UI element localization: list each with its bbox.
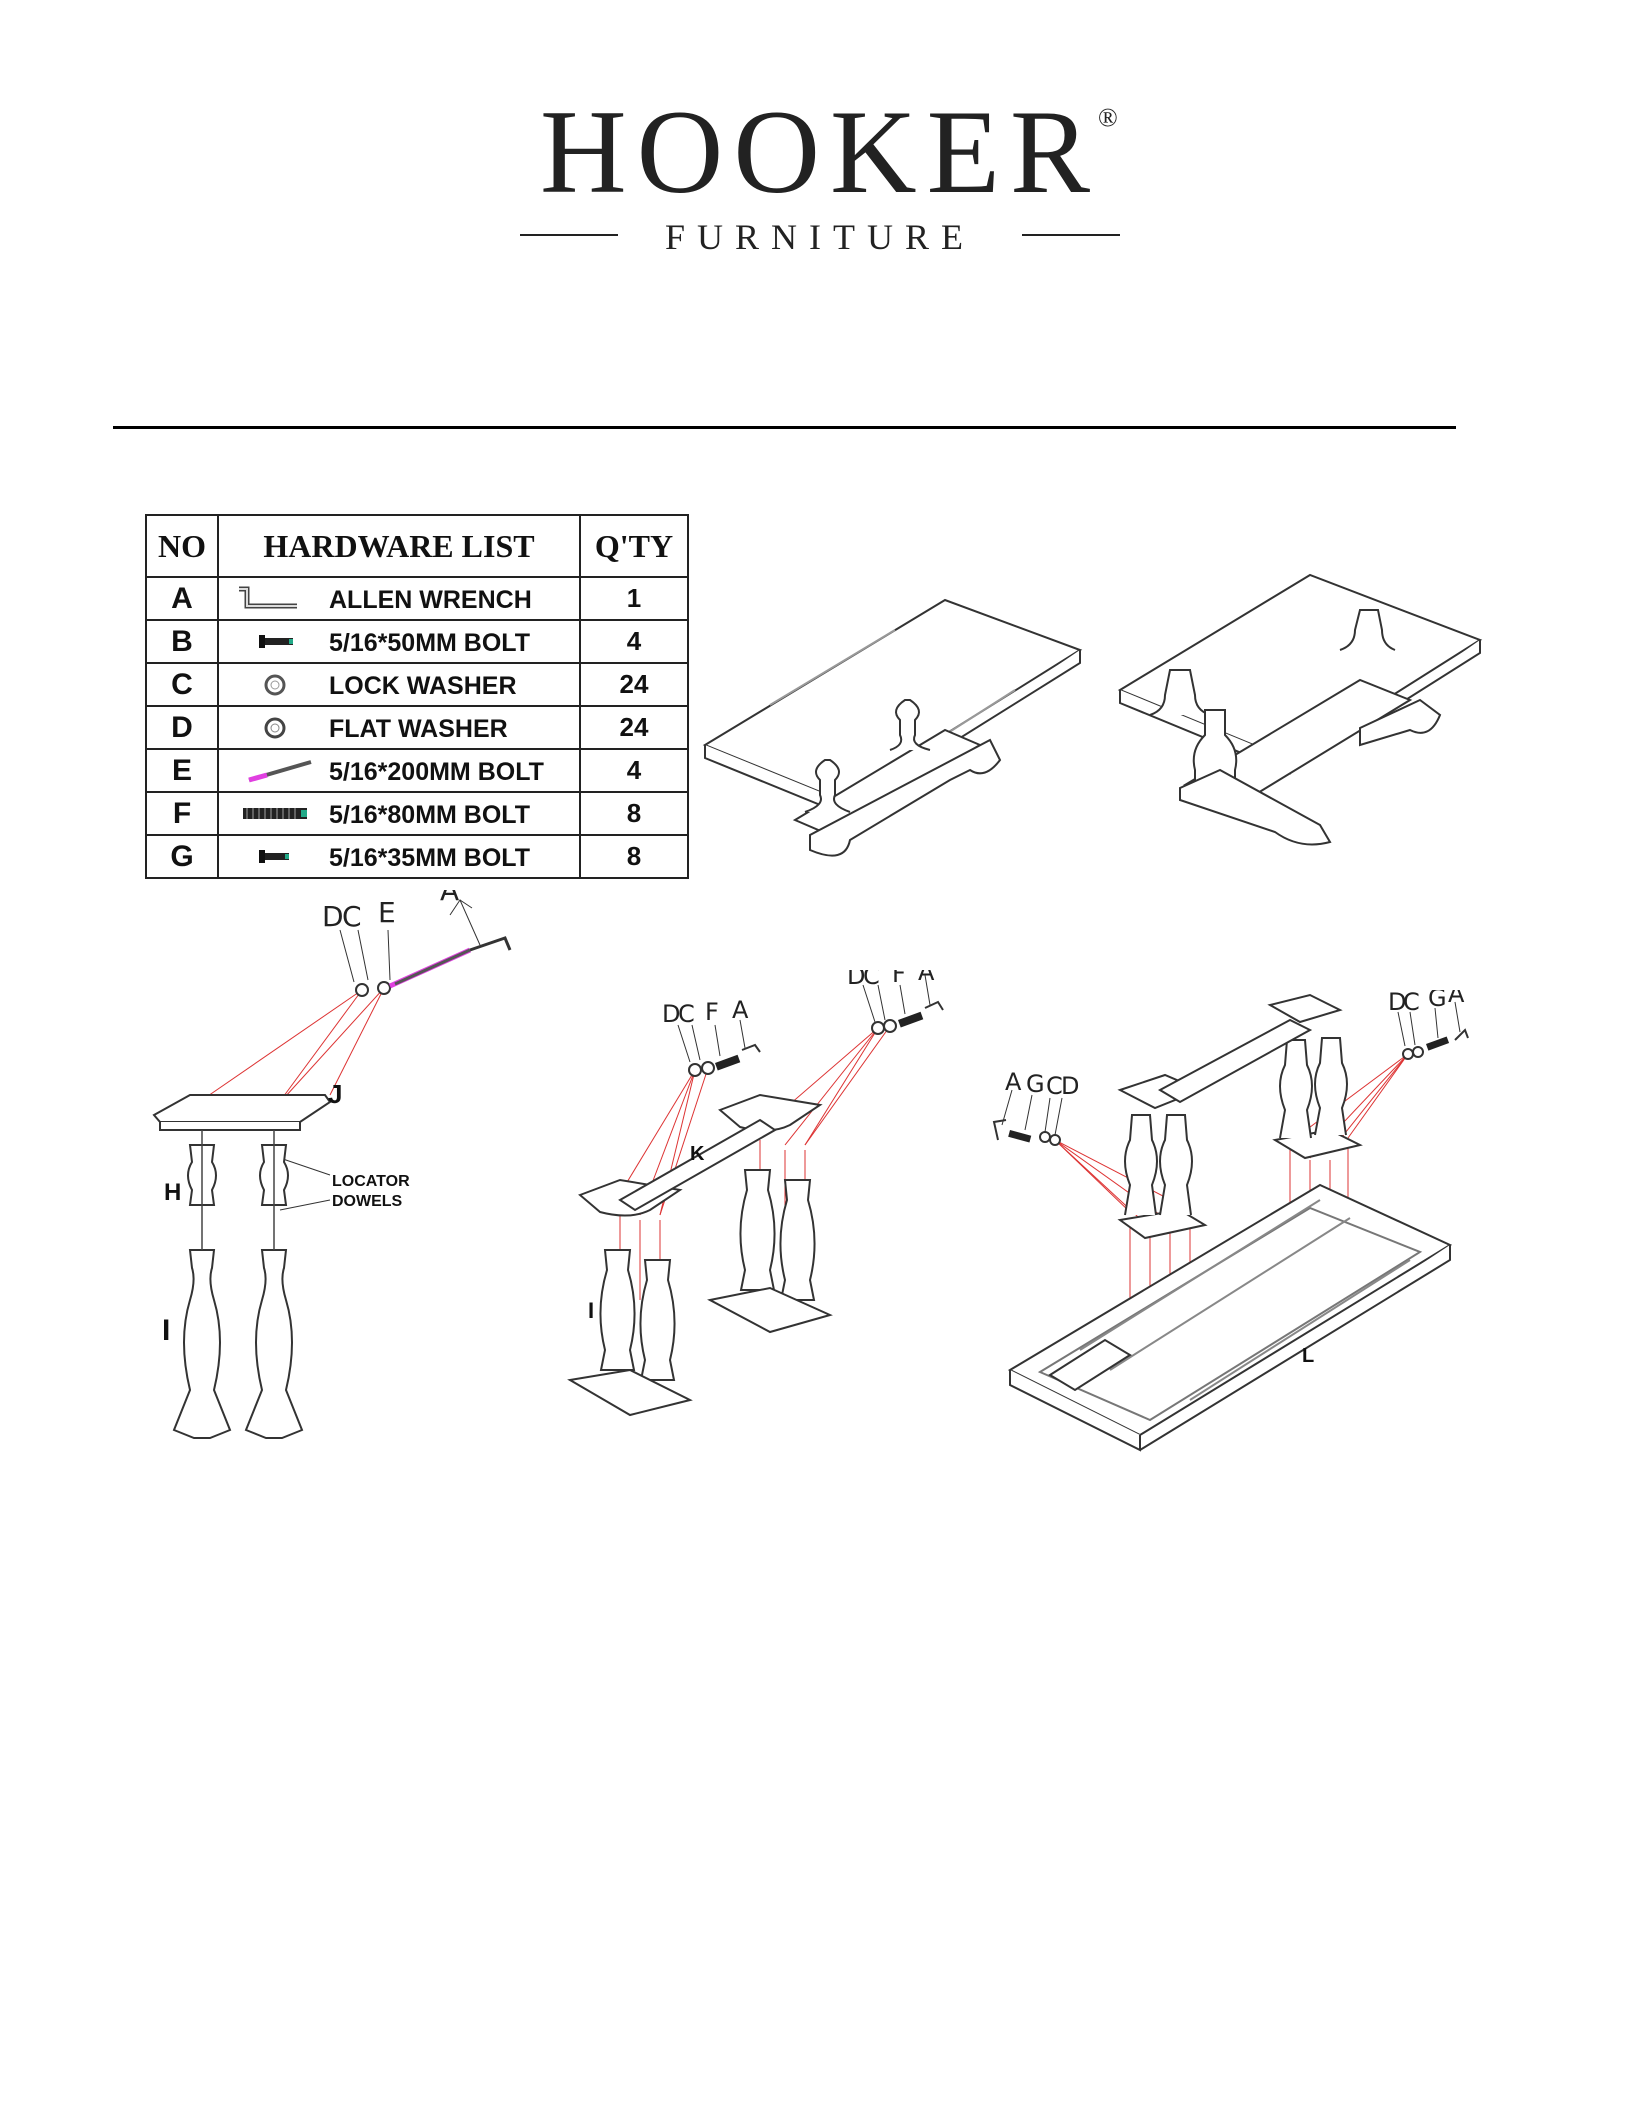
step2-base-assembly-diagram: D C F A D C F A K I [560, 970, 980, 1450]
callout-c: C [342, 900, 362, 933]
logo-rule-left [520, 234, 618, 236]
callout-right-a: A [1448, 990, 1465, 1008]
brand-subtitle: FURNITURE [640, 216, 1000, 258]
row-label: 5/16*200MM BOLT [329, 758, 544, 787]
brand-subtitle-row: FURNITURE [520, 216, 1120, 256]
table-row: C LOCK WASHER 24 [146, 663, 688, 706]
washer-d [356, 984, 368, 996]
table-row: G 5/16*35MM BOLT 8 [146, 835, 688, 878]
row-no: D [146, 706, 218, 749]
row-label: LOCK WASHER [329, 672, 517, 701]
allen-wrench-icon [235, 586, 315, 612]
row-qty: 4 [580, 749, 688, 792]
row-label: ALLEN WRENCH [329, 586, 532, 615]
callout-d: D [322, 900, 344, 933]
row-label: 5/16*35MM BOLT [329, 844, 530, 873]
registered-mark: ® [1098, 103, 1118, 133]
callout-right-c: C [1403, 990, 1420, 1016]
row-no: A [146, 577, 218, 620]
table-row: F 5/16*80MM BOLT 8 [146, 792, 688, 835]
step1-leg-assembly-diagram: D C E A J H I LOCATOR DOWELS [150, 890, 530, 1450]
table-row: D FLAT WASHER 24 [146, 706, 688, 749]
part-h-label: H [164, 1179, 181, 1206]
row-no: E [146, 749, 218, 792]
row-label: FLAT WASHER [329, 715, 508, 744]
row-no: F [146, 792, 218, 835]
small-bolt-icon [235, 844, 315, 870]
callout-left-g: G [1026, 1070, 1045, 1098]
flat-washer-icon [235, 715, 315, 741]
part-l-label: L [1302, 1345, 1314, 1367]
assembled-table-closed-illustration [1110, 570, 1490, 880]
short-bolt-icon [235, 629, 315, 655]
callout-right-f: F [892, 970, 906, 988]
leg-pair-left [174, 1145, 302, 1438]
row-qty: 24 [580, 663, 688, 706]
table-row: A ALLEN WRENCH 1 [146, 577, 688, 620]
step3-frame-assembly-diagram: A G C D D C G A L [990, 990, 1490, 1460]
row-qty: 1 [580, 577, 688, 620]
brand-name: HOOKER [520, 92, 1120, 212]
header-rule [113, 426, 1456, 429]
callout-right-g: G [1428, 990, 1447, 1012]
part-i-label: I [588, 1298, 594, 1323]
row-qty: 8 [580, 835, 688, 878]
assembled-table-extended-illustration [700, 580, 1100, 880]
header-hardware-list: HARDWARE LIST [218, 515, 580, 577]
medium-bolt-icon [235, 801, 315, 827]
header-qty: Q'TY [580, 515, 688, 577]
locator-dowels-label-line1: LOCATOR [332, 1173, 410, 1190]
callout-left-d: D [1061, 1072, 1079, 1100]
callout-right-c: C [863, 970, 880, 990]
logo-rule-right [1022, 234, 1120, 236]
table-row: B 5/16*50MM BOLT 4 [146, 620, 688, 663]
hardware-table: NO HARDWARE LIST Q'TY A ALLEN WRENCH 1 B… [145, 514, 689, 879]
row-qty: 24 [580, 706, 688, 749]
part-k-label: K [690, 1143, 705, 1165]
callout-left-a: A [1005, 1068, 1022, 1096]
part-i-label: I [162, 1314, 170, 1347]
hardware-table-header: NO HARDWARE LIST Q'TY [146, 515, 688, 577]
row-qty: 8 [580, 792, 688, 835]
row-no: C [146, 663, 218, 706]
locator-dowels-label-line2: DOWELS [332, 1193, 403, 1210]
allen-wrench-a [470, 938, 510, 950]
callout-a: A [440, 890, 459, 907]
part-j-label: J [328, 1079, 342, 1109]
lock-washer-icon [235, 672, 315, 698]
header-no: NO [146, 515, 218, 577]
row-label: 5/16*80MM BOLT [329, 801, 530, 830]
row-label: 5/16*50MM BOLT [329, 629, 530, 658]
row-no: G [146, 835, 218, 878]
table-row: E 5/16*200MM BOLT 4 [146, 749, 688, 792]
row-qty: 4 [580, 620, 688, 663]
callout-left-a: A [732, 996, 749, 1024]
callout-left-f: F [705, 998, 719, 1026]
row-no: B [146, 620, 218, 663]
callout-left-c: C [678, 1000, 695, 1028]
long-bolt-icon [235, 758, 315, 784]
callout-e: E [378, 896, 396, 929]
callout-right-a: A [918, 970, 935, 986]
